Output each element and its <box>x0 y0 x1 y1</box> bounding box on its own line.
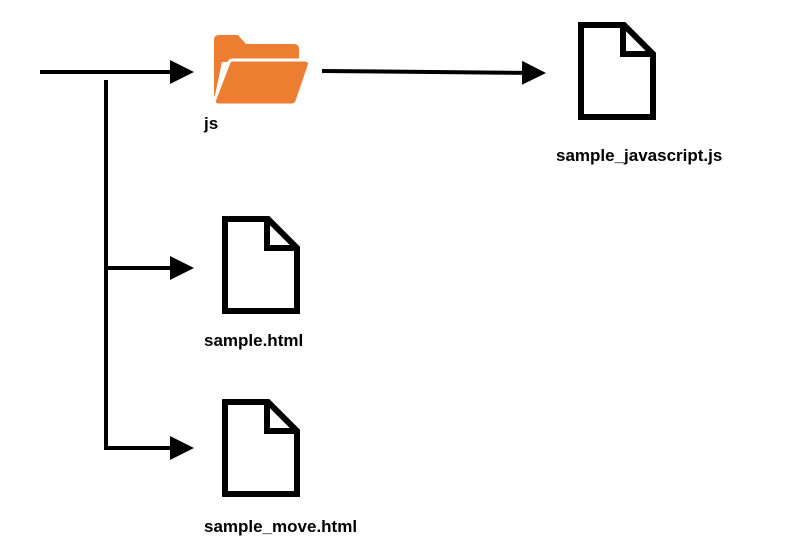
js-to-sample-javascript-arrow <box>321 60 546 85</box>
js-folder-node[interactable]: js <box>203 35 311 133</box>
file-icon <box>222 399 300 497</box>
sample-html-file-node[interactable]: sample.html <box>204 216 303 350</box>
file-icon <box>222 216 300 314</box>
sample-html-file-label: sample.html <box>204 331 303 350</box>
sample-javascript-file-label: sample_javascript.js <box>556 146 722 165</box>
js-folder-label: js <box>203 114 218 133</box>
sample-javascript-file-node[interactable]: sample_javascript.js <box>556 22 722 165</box>
connector-lines <box>40 60 546 460</box>
file-icon <box>578 22 656 120</box>
folder-open-icon <box>213 35 311 107</box>
sample-move-file-label: sample_move.html <box>204 517 357 536</box>
sample-move-file-node[interactable]: sample_move.html <box>204 399 357 536</box>
